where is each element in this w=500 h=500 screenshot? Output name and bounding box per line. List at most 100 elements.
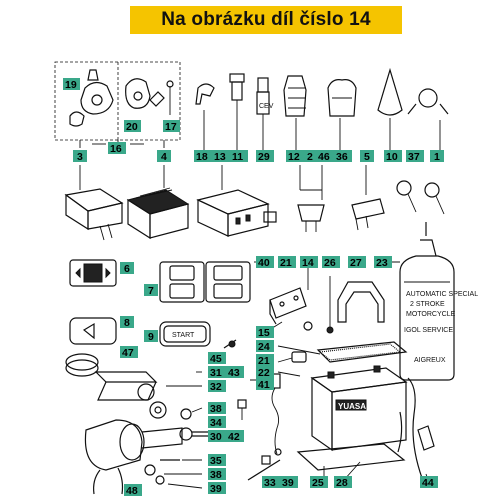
svg-text:10: 10 [386,151,398,163]
start-button-9: START [159,321,211,347]
label-45: 45 [208,352,226,365]
page-title: Na obrázku díl číslo 14 [161,9,371,30]
svg-text:39: 39 [282,477,294,489]
label-31: 31 [208,366,226,379]
clamp-1 [407,88,449,150]
svg-text:17: 17 [165,121,177,133]
fluid-text-3: MOTORCYCLE [406,311,456,318]
label-19: 19 [63,78,80,91]
svg-text:45: 45 [210,353,222,365]
battery-strap-27 [337,281,385,323]
label-10: 10 [384,150,402,163]
label-4: 4 [157,150,171,163]
label-12: 12 [286,150,304,163]
svg-text:2: 2 [307,151,313,163]
label-29: 29 [256,150,274,163]
label-38a: 38 [208,402,226,415]
svg-text:34: 34 [210,417,222,429]
svg-text:27: 27 [350,257,362,269]
svg-text:40: 40 [258,257,270,269]
label-33: 33 [262,476,280,489]
svg-text:37: 37 [408,151,420,163]
svg-text:36: 36 [336,151,348,163]
svg-text:5: 5 [364,151,370,163]
svg-text:38: 38 [210,469,222,481]
svg-text:15: 15 [258,327,270,339]
label-22: 22 [256,366,274,379]
svg-text:46: 46 [318,151,330,163]
svg-text:30: 30 [210,431,222,443]
breather-hose-44 [407,377,435,479]
svg-text:3: 3 [77,151,83,163]
switch-6 [69,259,117,287]
battery: YUASA [310,365,408,452]
svg-text:6: 6 [124,263,130,275]
svg-text:14: 14 [302,257,314,269]
label-39b: 39 [280,476,298,489]
battery-lead [397,411,403,453]
label-15: 15 [256,326,274,339]
screw-45 [223,339,237,349]
label-28: 28 [334,476,352,489]
svg-text:42: 42 [228,431,240,443]
label-7: 7 [144,284,158,297]
switch-45-small [237,399,247,420]
switch-7 [159,261,251,303]
label-42: 42 [226,430,244,443]
svg-text:8: 8 [124,317,130,329]
label-36: 36 [334,150,352,163]
bulb-29: CEV [256,77,274,150]
svg-text:26: 26 [324,257,336,269]
label-24: 24 [256,340,274,353]
fluid-brand-text: IGOL SERVICE [404,327,453,334]
regulator-4 [126,165,190,240]
acid-text: AIGREUX [414,357,446,364]
keys [396,180,445,215]
fluid-text-1: AUTOMATIC SPECIAL [406,291,478,298]
label-26: 26 [322,256,340,269]
svg-text:4: 4 [161,151,167,163]
svg-text:13: 13 [214,151,226,163]
label-23: 23 [374,256,392,269]
ignition-switch-group [54,61,181,141]
label-1: 1 [430,150,444,163]
fuse-2 [297,165,325,232]
svg-text:41: 41 [258,379,270,391]
battery-mat-24 [316,341,408,363]
label-40: 40 [256,256,274,269]
leader-lines [79,140,429,489]
screw-26 [326,276,334,334]
horn-button-8 [69,317,117,345]
svg-text:1: 1 [434,151,440,163]
svg-text:38: 38 [210,403,222,415]
bracket-10 [377,67,403,150]
svg-text:19: 19 [65,79,77,91]
label-39: 39 [208,482,226,495]
label-38b: 38 [208,468,226,481]
bracket-14 [269,287,313,331]
svg-text:16: 16 [110,143,122,155]
label-18: 18 [194,150,212,163]
label-30: 30 [208,430,226,443]
svg-text:29: 29 [258,151,270,163]
svg-text:39: 39 [210,483,222,495]
small-fuse [263,211,277,223]
bulb-text: CEV [259,103,274,110]
label-48: 48 [124,484,142,497]
title-banner: Na obrázku díl číslo 14 [130,6,402,34]
svg-text:21: 21 [258,355,270,367]
svg-text:7: 7 [148,285,154,297]
label-32: 32 [208,380,226,393]
label-35: 35 [208,454,226,467]
svg-text:21: 21 [280,257,292,269]
rubber-cap-36 [327,79,357,150]
svg-text:32: 32 [210,381,222,393]
fluid-bottle-23: AUTOMATIC SPECIAL 2 STROKE MOTORCYCLE IG… [399,222,478,381]
svg-text:11: 11 [232,151,243,163]
label-43: 43 [226,366,244,379]
label-47: 47 [120,346,138,359]
label-14: 14 [300,256,318,269]
svg-text:12: 12 [288,151,300,163]
label-20: 20 [124,120,141,133]
svg-text:48: 48 [126,485,138,497]
